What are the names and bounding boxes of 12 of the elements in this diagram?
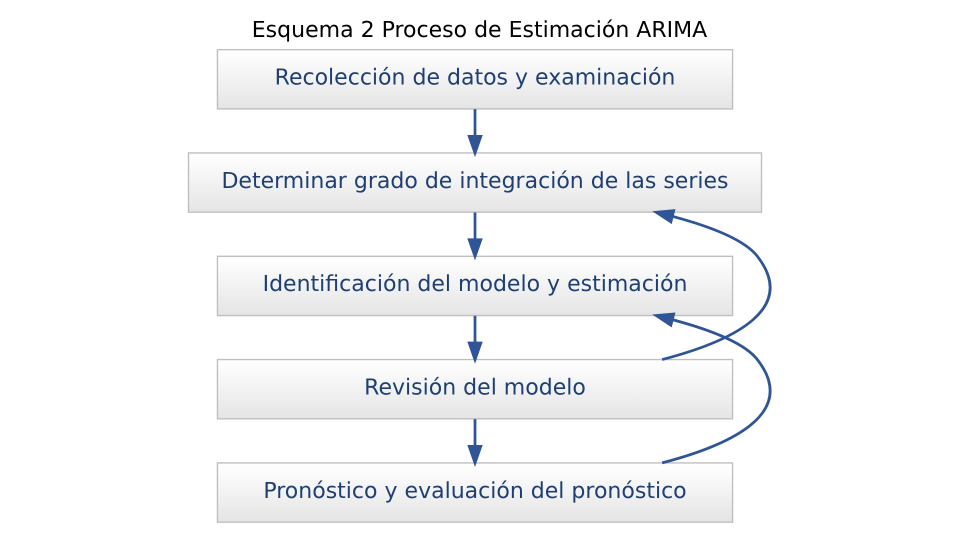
node-box: Pronóstico y evaluación del pronóstico bbox=[216, 462, 734, 523]
arrow bbox=[652, 312, 772, 464]
arrow bbox=[467, 316, 483, 364]
arrow bbox=[467, 419, 483, 468]
node-box: Recolección de datos y examinación bbox=[216, 49, 734, 110]
node-box: Revisión del modelo bbox=[216, 358, 734, 420]
arrow bbox=[467, 109, 483, 158]
arrow bbox=[467, 212, 483, 260]
node-box: Identificación del modelo y estimación bbox=[216, 256, 734, 316]
node-box: Determinar grado de integración de las series bbox=[188, 152, 762, 213]
arrow bbox=[652, 209, 772, 361]
diagram-title: Esquema 2 Proceso de Estimación ARIMA bbox=[252, 18, 708, 44]
